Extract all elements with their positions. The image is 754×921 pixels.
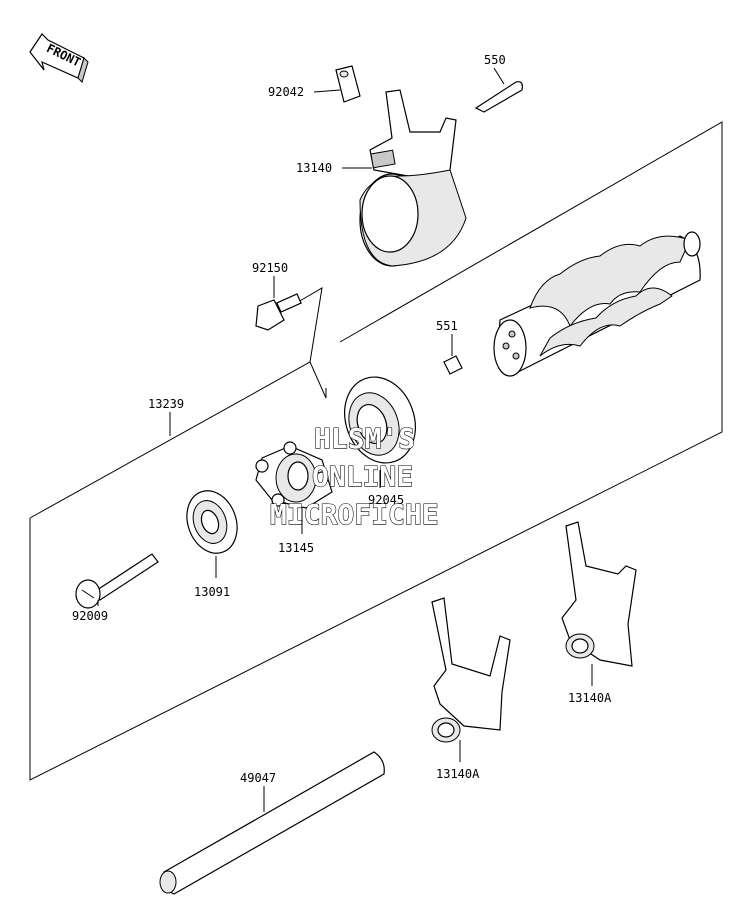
drum-cam-13145[interactable] [255, 441, 333, 534]
shift-fork-13140a-right[interactable] [561, 521, 637, 686]
label-92045: 92045 [368, 493, 404, 507]
label-551: 551 [436, 319, 458, 333]
label-92009: 92009 [72, 609, 108, 623]
shift-drum[interactable] [493, 231, 701, 377]
label-49047: 49047 [240, 771, 276, 785]
bearing-92045[interactable] [333, 367, 427, 488]
shaft-49047[interactable] [159, 751, 385, 895]
label-13140: 13140 [296, 161, 332, 175]
screw-92009[interactable] [75, 553, 159, 609]
pin-551[interactable] [443, 334, 463, 375]
watermark-line-2: ONLINE [312, 460, 413, 493]
plate-13091[interactable] [179, 484, 246, 578]
watermark-line-3: MICROFICHE [270, 498, 439, 531]
label-550: 550 [484, 53, 506, 67]
cotter-pin-550[interactable] [474, 67, 523, 113]
front-arrow-icon: FRONT [29, 33, 89, 83]
shift-fork-13140a-center[interactable] [431, 597, 511, 762]
label-13239: 13239 [148, 397, 184, 411]
watermark: HLSM'S ONLINE MICROFICHE [269, 421, 439, 531]
pin-92042[interactable] [313, 65, 361, 103]
label-13145: 13145 [278, 541, 314, 555]
label-92150: 92150 [252, 261, 288, 275]
bolt-92150[interactable] [255, 276, 302, 331]
assembly-frame [29, 121, 723, 781]
label-13091: 13091 [194, 585, 230, 599]
shift-fork-13140[interactable] [342, 89, 467, 267]
watermark-line-1: HLSM'S [314, 422, 415, 455]
label-13140a-right: 13140A [568, 691, 612, 705]
label-13140a-center: 13140A [436, 767, 480, 781]
label-92042: 92042 [268, 85, 304, 99]
